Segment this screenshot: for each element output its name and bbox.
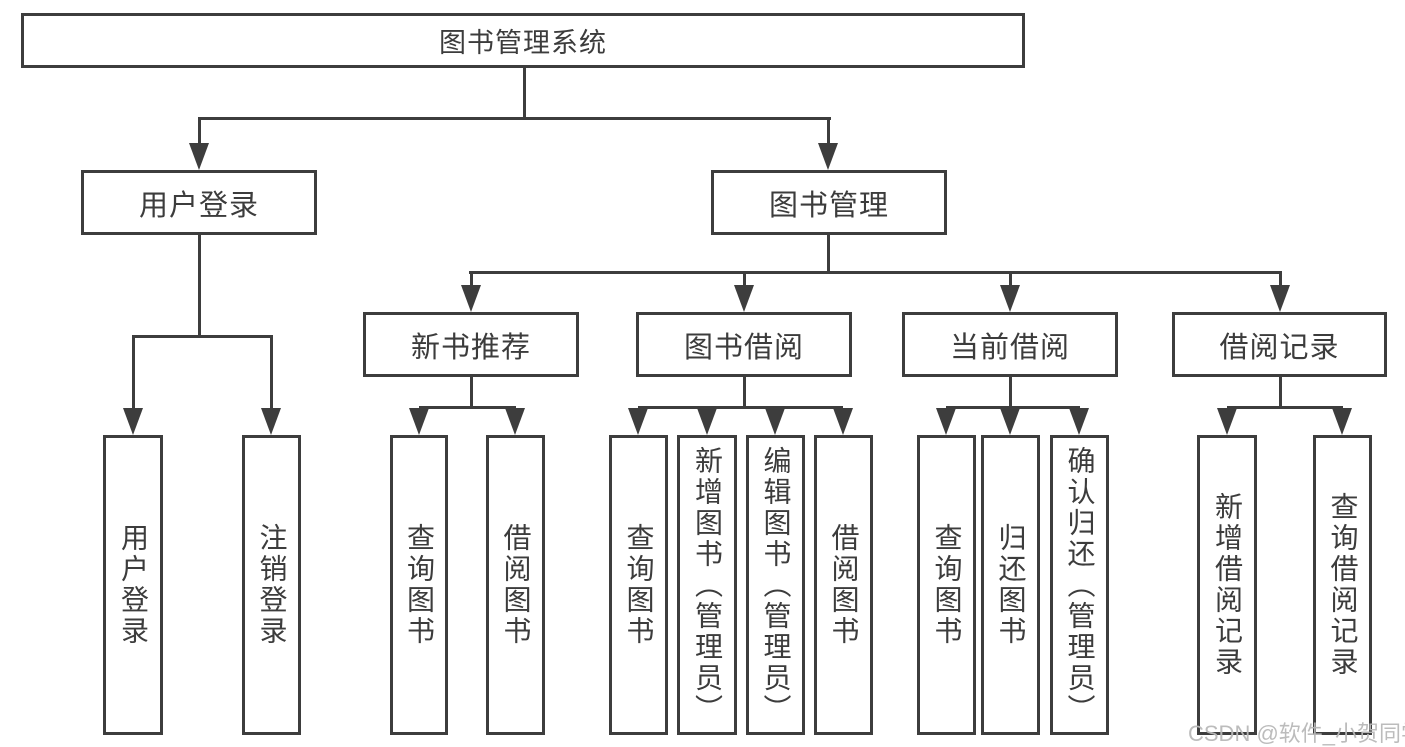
- leaf-records-add-record: 新增借阅记录: [1197, 435, 1257, 735]
- arrowhead-book-borrowing: [734, 285, 754, 312]
- connector-book-management-stem: [827, 235, 830, 274]
- arrowhead-recommend-borrow: [505, 408, 525, 435]
- arrowhead-current-query: [936, 408, 956, 435]
- node-borrowing-records: 借阅记录: [1172, 312, 1387, 377]
- leaf-current-query-books-label: 查询图书: [931, 523, 963, 647]
- node-book-borrowing-label: 图书借阅: [683, 331, 804, 364]
- arrowhead-records-query: [1332, 408, 1352, 435]
- arrowhead-borrowing-edit: [765, 408, 785, 435]
- connector-recommend-stem: [470, 377, 473, 408]
- connector-user-login-stem: [198, 235, 201, 337]
- connector-drop-new-book-recommend: [470, 271, 473, 288]
- connector-book-management-crossbar: [469, 271, 1282, 274]
- connector-root-stem: [523, 68, 526, 119]
- arrowhead-current-confirm: [1069, 408, 1089, 435]
- node-book-management-label: 图书管理: [768, 189, 889, 222]
- arrowhead-borrowing-borrow: [833, 408, 853, 435]
- node-new-book-recommend-label: 新书推荐: [410, 331, 531, 364]
- connector-drop-book-borrowing: [743, 271, 746, 288]
- leaf-borrowing-borrow-books: 借阅图书: [814, 435, 873, 735]
- connector-drop-borrowing-records: [1279, 271, 1282, 288]
- leaf-borrowing-add-books-label: 新增图书（管理员）: [692, 445, 723, 725]
- leaf-borrowing-borrow-books-label: 借阅图书: [828, 523, 860, 647]
- connector-records-stem: [1279, 377, 1282, 408]
- connector-drop-leaf-logout: [270, 335, 273, 411]
- arrowhead-leaf-logout: [261, 408, 281, 435]
- node-library-management-system-label: 图书管理系统: [439, 28, 607, 58]
- leaf-recommend-query-books: 查询图书: [390, 435, 448, 735]
- arrowhead-new-book-recommend: [461, 285, 481, 312]
- node-user-login-label: 用户登录: [138, 189, 259, 222]
- connector-borrowing-stem: [743, 377, 746, 408]
- arrowhead-borrowing-query: [628, 408, 648, 435]
- leaf-user-login: 用户登录: [103, 435, 163, 735]
- node-new-book-recommend: 新书推荐: [363, 312, 579, 377]
- leaf-current-return-books-label: 归还图书: [995, 523, 1027, 647]
- arrowhead-leaf-login: [123, 408, 143, 435]
- node-current-borrowing-label: 当前借阅: [949, 331, 1070, 364]
- arrowhead-current-borrowing: [1000, 285, 1020, 312]
- node-book-borrowing: 图书借阅: [636, 312, 852, 377]
- leaf-records-add-record-label: 新增借阅记录: [1212, 492, 1243, 678]
- node-borrowing-records-label: 借阅记录: [1219, 331, 1340, 364]
- leaf-recommend-borrow-books: 借阅图书: [486, 435, 545, 735]
- connector-current-stem: [1009, 377, 1012, 408]
- leaf-logout-label: 注销登录: [256, 523, 288, 647]
- connector-current-crossbar: [946, 406, 1080, 409]
- connector-drop-current-borrowing: [1009, 271, 1012, 288]
- leaf-records-query-record-label: 查询借阅记录: [1327, 492, 1359, 678]
- leaf-borrowing-query-books-label: 查询图书: [623, 523, 655, 647]
- arrowhead-borrowing-records: [1270, 285, 1290, 312]
- node-current-borrowing: 当前借阅: [902, 312, 1118, 377]
- leaf-records-query-record: 查询借阅记录: [1313, 435, 1372, 735]
- leaf-logout: 注销登录: [242, 435, 301, 735]
- connector-drop-user-login: [198, 117, 201, 146]
- connector-user-login-crossbar: [132, 335, 273, 338]
- node-book-management: 图书管理: [711, 170, 947, 235]
- leaf-borrowing-query-books: 查询图书: [609, 435, 668, 735]
- arrowhead-recommend-query: [409, 408, 429, 435]
- arrowhead-records-add: [1217, 408, 1237, 435]
- leaf-current-return-books: 归还图书: [981, 435, 1040, 735]
- arrowhead-borrowing-add: [697, 408, 717, 435]
- leaf-current-confirm-return-label: 确认归还（管理员）: [1064, 445, 1096, 725]
- connector-drop-leaf-login: [132, 335, 135, 411]
- leaf-user-login-label: 用户登录: [118, 523, 149, 647]
- connector-drop-book-management: [827, 117, 830, 146]
- arrowhead-user-login: [189, 143, 209, 170]
- leaf-recommend-query-books-label: 查询图书: [404, 523, 435, 647]
- leaf-borrowing-edit-books: 编辑图书（管理员）: [746, 435, 805, 735]
- connector-recommend-crossbar: [419, 406, 516, 409]
- leaf-borrowing-add-books: 新增图书（管理员）: [677, 435, 737, 735]
- leaf-borrowing-edit-books-label: 编辑图书（管理员）: [760, 445, 792, 725]
- connector-records-crossbar: [1227, 406, 1343, 409]
- node-user-login: 用户登录: [81, 170, 317, 235]
- connector-borrowing-crossbar: [638, 406, 843, 409]
- arrowhead-book-management: [818, 143, 838, 170]
- leaf-recommend-borrow-books-label: 借阅图书: [500, 523, 532, 647]
- leaf-current-query-books: 查询图书: [917, 435, 976, 735]
- watermark: CSDN @软件_小贺同学: [1188, 721, 1405, 746]
- node-library-management-system: 图书管理系统: [21, 13, 1025, 68]
- connector-root-crossbar: [198, 117, 831, 120]
- arrowhead-current-return: [1000, 408, 1020, 435]
- leaf-current-confirm-return: 确认归还（管理员）: [1050, 435, 1109, 735]
